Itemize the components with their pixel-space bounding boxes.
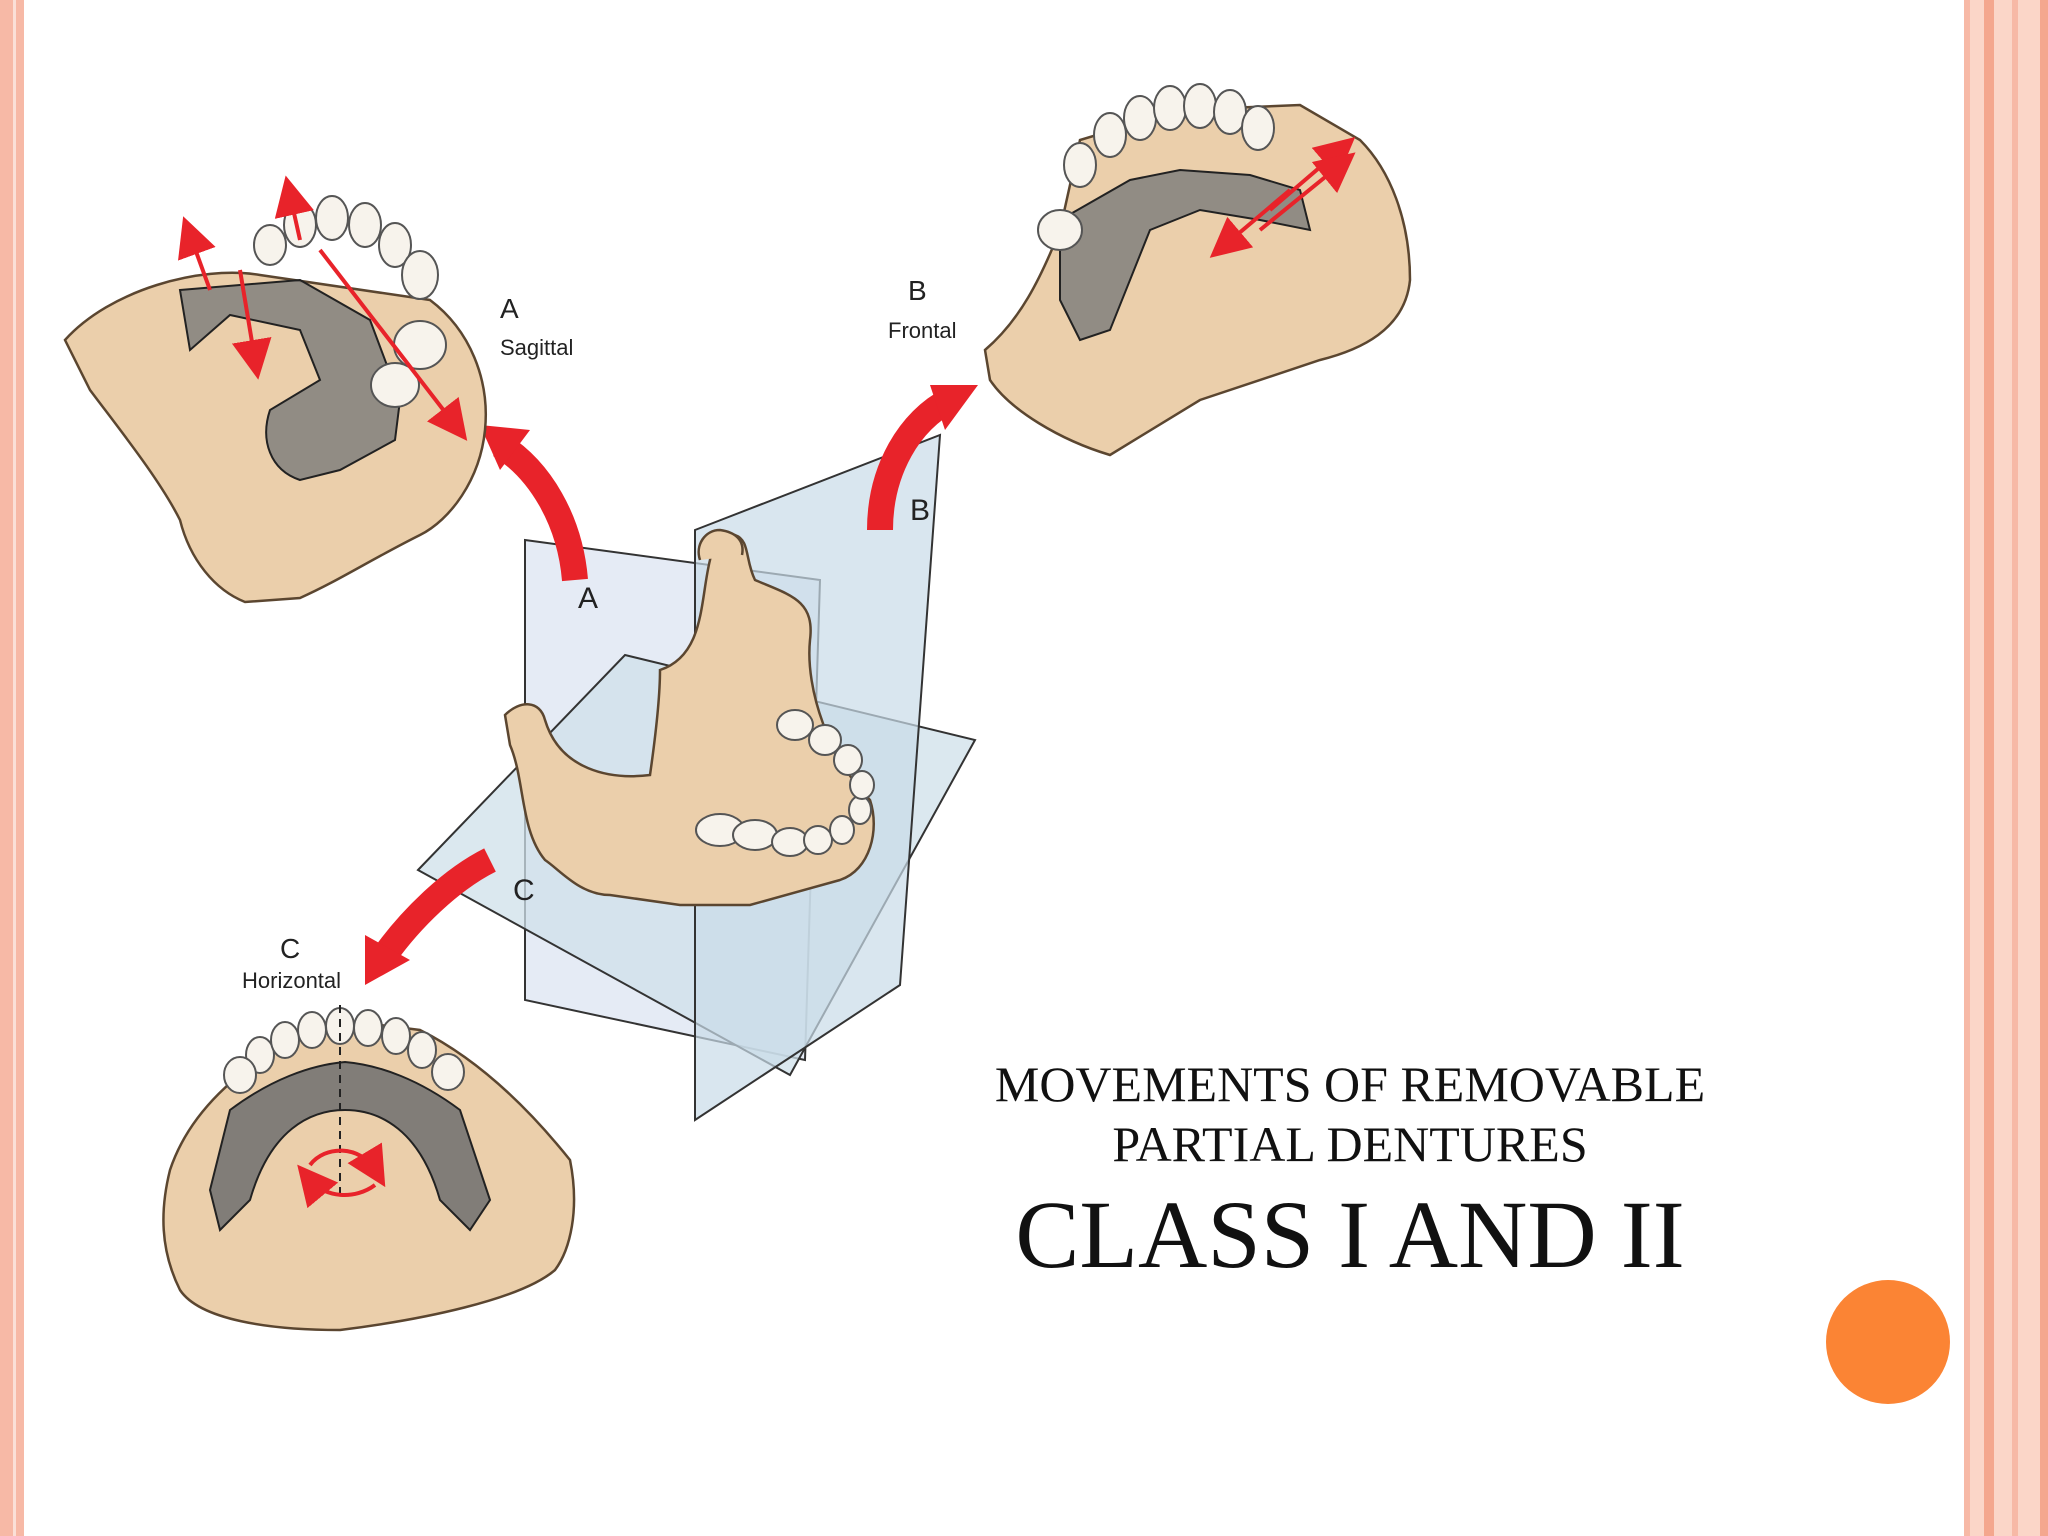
right-border-stripes	[1964, 0, 2048, 1536]
slide-title-line2: PARTIAL DENTURES	[1112, 1116, 1588, 1172]
frontal-letter: B	[908, 275, 927, 306]
plane-c-label: C	[513, 874, 535, 907]
plane-b-label: B	[910, 494, 930, 527]
plane-a-label: A	[578, 582, 598, 615]
movement-arrows	[365, 385, 978, 985]
orange-circle-decoration	[1826, 1280, 1950, 1404]
horizontal-name: Horizontal	[242, 968, 341, 993]
mandible-illustration	[503, 528, 875, 907]
sagittal-letter: A	[500, 293, 519, 324]
horizontal-cast	[162, 1005, 576, 1332]
slide-title-line1: MOVEMENTS OF REMOVABLE	[994, 1056, 1706, 1112]
horizontal-arrow	[374, 848, 497, 963]
horizontal-letter: C	[280, 933, 300, 964]
frontal-name: Frontal	[888, 318, 956, 343]
frontal-cast	[983, 83, 1412, 457]
sagittal-name: Sagittal	[500, 335, 573, 360]
frontal-arrow	[867, 388, 957, 531]
sagittal-arrow	[492, 433, 588, 582]
left-border-stripe	[0, 0, 24, 1536]
sagittal-cast	[63, 175, 487, 604]
slide-subtitle: CLASS I AND II	[1015, 1181, 1685, 1288]
